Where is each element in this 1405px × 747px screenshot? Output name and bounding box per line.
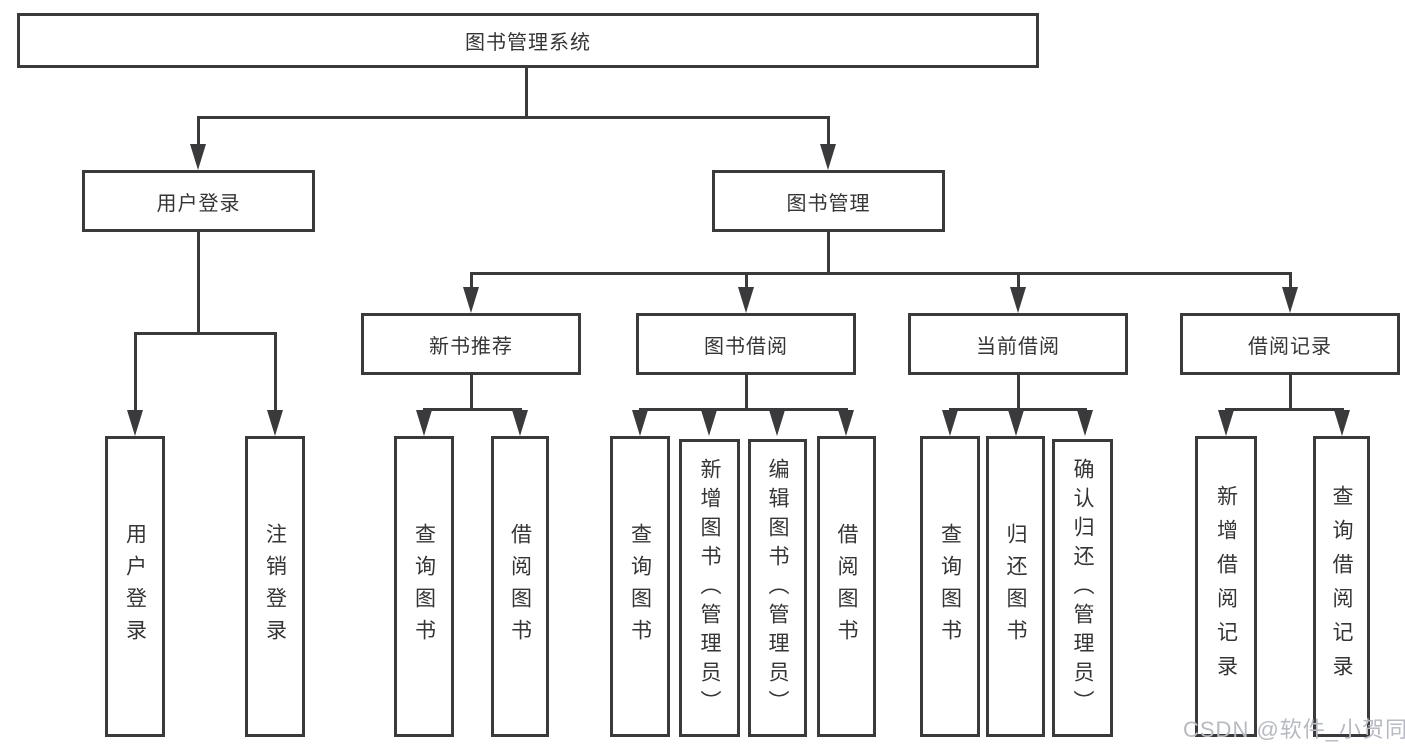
- arrowhead-down-icon: [700, 410, 717, 436]
- leaf-logout: 注销登录: [245, 436, 305, 737]
- leaf-add-borrow-record: 新增借阅记录: [1195, 436, 1257, 737]
- leaf-label: 注销登录: [263, 522, 287, 651]
- arrowhead-down-icon: [941, 410, 958, 436]
- node-user-login: 用户登录: [82, 170, 315, 232]
- leaf-query-books-borrow: 查询图书: [610, 436, 670, 737]
- connector-line: [1016, 375, 1020, 409]
- leaf-add-book-admin: 新增图书（管理员）: [679, 439, 740, 737]
- arrowhead-down-icon: [126, 410, 143, 436]
- connector-line: [638, 407, 848, 411]
- node-root: 图书管理系统: [17, 13, 1039, 68]
- node-label: 图书借阅: [704, 335, 788, 358]
- node-label: 新书推荐: [429, 335, 513, 358]
- arrowhead-down-icon: [1217, 410, 1234, 436]
- arrowhead-down-icon: [511, 410, 528, 436]
- leaf-label: 新增图书（管理员）: [698, 457, 721, 719]
- leaf-label: 确认归还（管理员）: [1071, 457, 1094, 719]
- leaf-label: 归还图书: [1004, 522, 1027, 651]
- node-book-borrow: 图书借阅: [636, 313, 856, 375]
- connector-line: [469, 271, 1292, 275]
- leaf-borrow-books-recommend: 借阅图书: [491, 436, 549, 737]
- leaf-query-books-recommend: 查询图书: [394, 436, 454, 737]
- node-label: 借阅记录: [1248, 335, 1332, 358]
- connector-line: [1288, 375, 1292, 409]
- connector-line: [469, 375, 473, 409]
- arrowhead-down-icon: [1333, 410, 1350, 436]
- connector-line: [196, 232, 200, 333]
- watermark: CSDN @软件_小贺同学: [1183, 717, 1405, 742]
- node-label: 图书管理: [786, 192, 871, 215]
- arrowhead-down-icon: [1281, 287, 1298, 313]
- connector-line: [948, 407, 1087, 411]
- node-current-borrow: 当前借阅: [908, 313, 1128, 375]
- arrowhead-down-icon: [1076, 410, 1093, 436]
- arrowhead-down-icon: [462, 287, 479, 313]
- leaf-label: 借阅图书: [508, 522, 532, 651]
- leaf-label: 新增借阅记录: [1214, 484, 1238, 689]
- connector-line: [826, 117, 830, 147]
- arrowhead-down-icon: [631, 410, 648, 436]
- leaf-label: 查询图书: [628, 522, 652, 651]
- leaf-label: 借阅图书: [835, 522, 858, 651]
- node-borrow-records: 借阅记录: [1180, 313, 1400, 375]
- leaf-label: 编辑图书（管理员）: [766, 457, 789, 719]
- arrowhead-down-icon: [737, 287, 754, 313]
- leaf-edit-book-admin: 编辑图书（管理员）: [748, 439, 807, 737]
- node-label: 用户登录: [156, 192, 241, 215]
- connector-line: [826, 232, 830, 273]
- leaf-return-book: 归还图书: [986, 436, 1045, 737]
- connector-line: [196, 115, 830, 119]
- connector-line: [133, 331, 277, 335]
- connector-line: [469, 273, 473, 289]
- leaf-label: 查询图书: [938, 522, 962, 651]
- connector-line: [1224, 407, 1344, 411]
- connector-line: [1288, 273, 1292, 289]
- leaf-query-borrow-record: 查询借阅记录: [1313, 436, 1370, 737]
- arrowhead-down-icon: [189, 144, 206, 170]
- arrowhead-down-icon: [1007, 410, 1024, 436]
- connector-line: [422, 407, 522, 411]
- arrowhead-down-icon: [819, 144, 836, 170]
- connector-line: [1016, 273, 1020, 289]
- leaf-confirm-return-admin: 确认归还（管理员）: [1052, 439, 1113, 737]
- connector-line: [525, 68, 528, 117]
- node-new-book-recommend: 新书推荐: [361, 313, 581, 375]
- arrowhead-down-icon: [415, 410, 432, 436]
- leaf-label: 查询图书: [412, 522, 436, 651]
- arrowhead-down-icon: [266, 410, 283, 436]
- connector-line: [744, 375, 748, 409]
- connector-line: [196, 117, 200, 147]
- leaf-label: 查询借阅记录: [1330, 484, 1353, 689]
- leaf-query-books-current: 查询图书: [920, 436, 980, 737]
- node-book-management: 图书管理: [712, 170, 945, 232]
- connector-line: [744, 273, 748, 289]
- arrowhead-down-icon: [837, 410, 854, 436]
- leaf-user-login: 用户登录: [105, 436, 165, 737]
- connector-line: [273, 333, 277, 412]
- node-label: 当前借阅: [976, 335, 1060, 358]
- arrowhead-down-icon: [1009, 287, 1026, 313]
- connector-line: [133, 333, 137, 412]
- node-root-label: 图书管理系统: [465, 32, 591, 54]
- arrowhead-down-icon: [768, 410, 785, 436]
- leaf-borrow-books: 借阅图书: [817, 436, 876, 737]
- leaf-label: 用户登录: [123, 522, 147, 651]
